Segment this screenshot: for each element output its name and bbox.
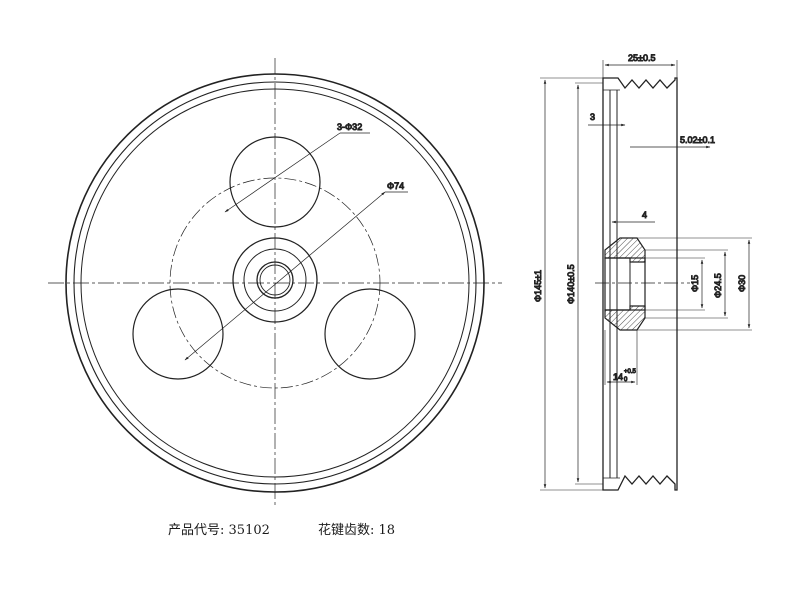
dim-bore: Φ15	[690, 275, 700, 292]
dim-width: 25±0.5	[628, 53, 655, 63]
dim-hub-outer: Φ30	[737, 275, 747, 292]
groove-circle	[80, 88, 470, 478]
lightening-hole-left	[132, 288, 224, 380]
product-code-caption: 产品代号: 35102	[168, 519, 270, 538]
outer-rim-circle	[65, 73, 485, 493]
dim-hub-width-tol-lower: 0	[624, 377, 628, 383]
front-view: 3-Φ32 Φ74	[48, 58, 502, 506]
leader-pitch-dim	[184, 191, 386, 361]
leader-hole-dim	[224, 132, 341, 213]
dim-hole-circle: 3-Φ32	[337, 122, 362, 132]
hub-bore	[604, 257, 646, 311]
dim-hub-inner: Φ24.5	[713, 273, 723, 298]
dim-groove-pitch: 5.02±0.1	[680, 135, 715, 145]
dim-hub-width-tol-upper: +0.5	[624, 369, 637, 375]
product-code-label: 产品代号:	[168, 523, 225, 538]
dim-hub-step: 4	[642, 210, 647, 220]
dim-pitch-circle: Φ74	[387, 181, 404, 191]
spline-teeth-label: 花键齿数:	[318, 523, 375, 538]
spline-teeth-value: 18	[378, 523, 396, 538]
rim-inner-circle	[73, 81, 477, 485]
dim-outer-diameter: Φ145±1	[533, 270, 543, 302]
spline-teeth-caption: 花键齿数: 18	[318, 519, 395, 538]
lightening-hole-right	[324, 288, 416, 380]
product-code-value: 35102	[228, 523, 270, 538]
dim-groove-diameter: Φ140±0.5	[566, 264, 576, 304]
dim-flange-depth: 3	[590, 112, 595, 122]
pulley-section-outline	[602, 77, 678, 491]
dim-hub-width: 14	[613, 372, 623, 382]
side-view: 25±0.5 3 5.02±0.1 4 Φ145±1 Φ140±0.5 Φ15 …	[533, 53, 752, 491]
